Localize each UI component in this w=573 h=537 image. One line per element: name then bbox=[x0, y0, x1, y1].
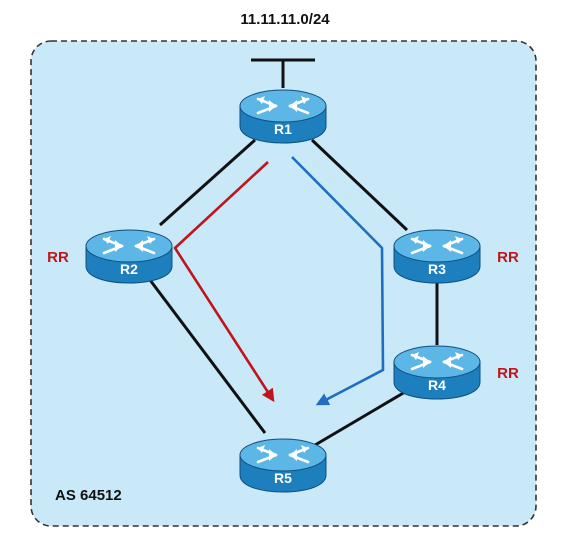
links bbox=[148, 138, 439, 450]
route-arrow-blue bbox=[291, 156, 385, 406]
router-r2-label: R2 bbox=[120, 261, 138, 277]
router-r4-label: R4 bbox=[428, 377, 446, 393]
router-r2[interactable]: R2 bbox=[84, 228, 174, 284]
router-r5[interactable]: R5 bbox=[238, 437, 328, 493]
link-r4-r5 bbox=[309, 390, 406, 450]
router-r3-label: R3 bbox=[428, 261, 446, 277]
rr-label-r4: RR bbox=[497, 365, 519, 382]
router-r1-label: R1 bbox=[274, 121, 292, 137]
router-r4[interactable]: R4 bbox=[392, 344, 482, 400]
rr-label-r2: RR bbox=[47, 249, 69, 266]
network-prefix-label: 11.11.11.0/24 bbox=[240, 11, 330, 28]
link-r1-r2 bbox=[158, 138, 257, 227]
link-r2-r5 bbox=[148, 279, 267, 434]
route-arrow-red bbox=[173, 161, 275, 403]
router-r3[interactable]: R3 bbox=[392, 228, 482, 284]
as-label: AS 64512 bbox=[55, 487, 122, 504]
router-r5-label: R5 bbox=[274, 470, 292, 486]
network-attachment-icon bbox=[251, 58, 315, 88]
link-r1-r3 bbox=[310, 138, 409, 232]
as-boundary bbox=[30, 40, 537, 527]
router-r1[interactable]: R1 bbox=[238, 88, 328, 144]
rr-label-r3: RR bbox=[497, 249, 519, 266]
